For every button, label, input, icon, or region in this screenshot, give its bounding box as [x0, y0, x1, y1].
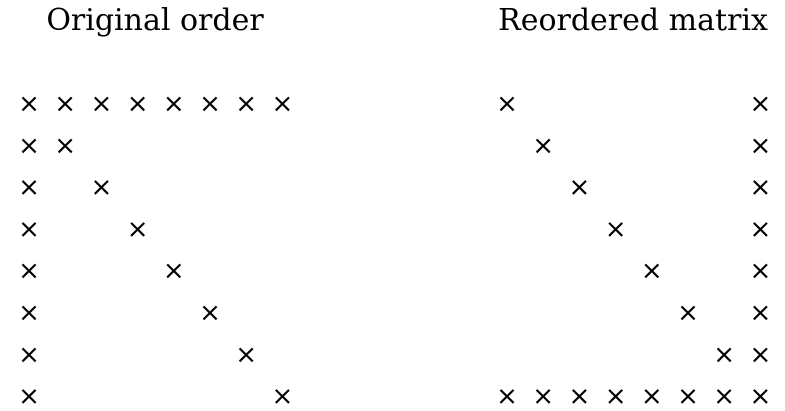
- nonzero-mark: ×: [127, 89, 149, 119]
- nonzero-mark: ×: [163, 89, 185, 119]
- nonzero-mark: ×: [18, 382, 40, 411]
- nonzero-mark: ×: [713, 340, 735, 370]
- nonzero-mark: ×: [18, 340, 40, 370]
- nonzero-mark: ×: [750, 298, 772, 328]
- nonzero-mark: ×: [18, 89, 40, 119]
- nonzero-mark: ×: [750, 256, 772, 286]
- nonzero-mark: ×: [163, 256, 185, 286]
- nonzero-mark: ×: [496, 382, 518, 411]
- nonzero-mark: ×: [199, 298, 221, 328]
- nonzero-mark: ×: [750, 214, 772, 244]
- nonzero-mark: ×: [272, 382, 294, 411]
- nonzero-mark: ×: [496, 89, 518, 119]
- panel-title-original-order: Original order: [46, 3, 264, 38]
- nonzero-mark: ×: [54, 131, 76, 161]
- panel-title-reordered-matrix: Reordered matrix: [498, 3, 768, 38]
- nonzero-mark: ×: [677, 382, 699, 411]
- nonzero-mark: ×: [605, 382, 627, 411]
- nonzero-mark: ×: [713, 382, 735, 411]
- nonzero-mark: ×: [18, 298, 40, 328]
- nonzero-mark: ×: [235, 340, 257, 370]
- nonzero-mark: ×: [569, 173, 591, 203]
- nonzero-mark: ×: [641, 256, 663, 286]
- nonzero-mark: ×: [127, 214, 149, 244]
- nonzero-mark: ×: [532, 131, 554, 161]
- nonzero-mark: ×: [235, 89, 257, 119]
- nonzero-mark: ×: [750, 173, 772, 203]
- nonzero-mark: ×: [750, 89, 772, 119]
- nonzero-mark: ×: [199, 89, 221, 119]
- nonzero-mark: ×: [54, 89, 76, 119]
- panel-original-order: Original order × × × × × × × × × × × × × × × × × × × × × ×: [18, 3, 293, 411]
- nonzero-mark: ×: [18, 256, 40, 286]
- nonzero-mark: ×: [677, 298, 699, 328]
- nonzero-mark: ×: [272, 89, 294, 119]
- nonzero-mark: ×: [18, 214, 40, 244]
- nonzero-mark: ×: [18, 173, 40, 203]
- nonzero-mark: ×: [569, 382, 591, 411]
- matrix-grid-reordered-matrix: × × × × × × × × × × × × × × × × × × × × × ×: [496, 89, 771, 411]
- nonzero-mark: ×: [605, 214, 627, 244]
- nonzero-mark: ×: [641, 382, 663, 411]
- nonzero-mark: ×: [91, 89, 113, 119]
- nonzero-mark: ×: [532, 382, 554, 411]
- matrix-grid-original-order: × × × × × × × × × × × × × × × × × × × × × ×: [18, 89, 293, 411]
- panel-reordered-matrix: Reordered matrix × × × × × × × × × × × × × × × × × × × × × ×: [496, 3, 771, 411]
- nonzero-mark: ×: [750, 382, 772, 411]
- nonzero-mark: ×: [750, 131, 772, 161]
- nonzero-mark: ×: [91, 173, 113, 203]
- nonzero-mark: ×: [750, 340, 772, 370]
- nonzero-mark: ×: [18, 131, 40, 161]
